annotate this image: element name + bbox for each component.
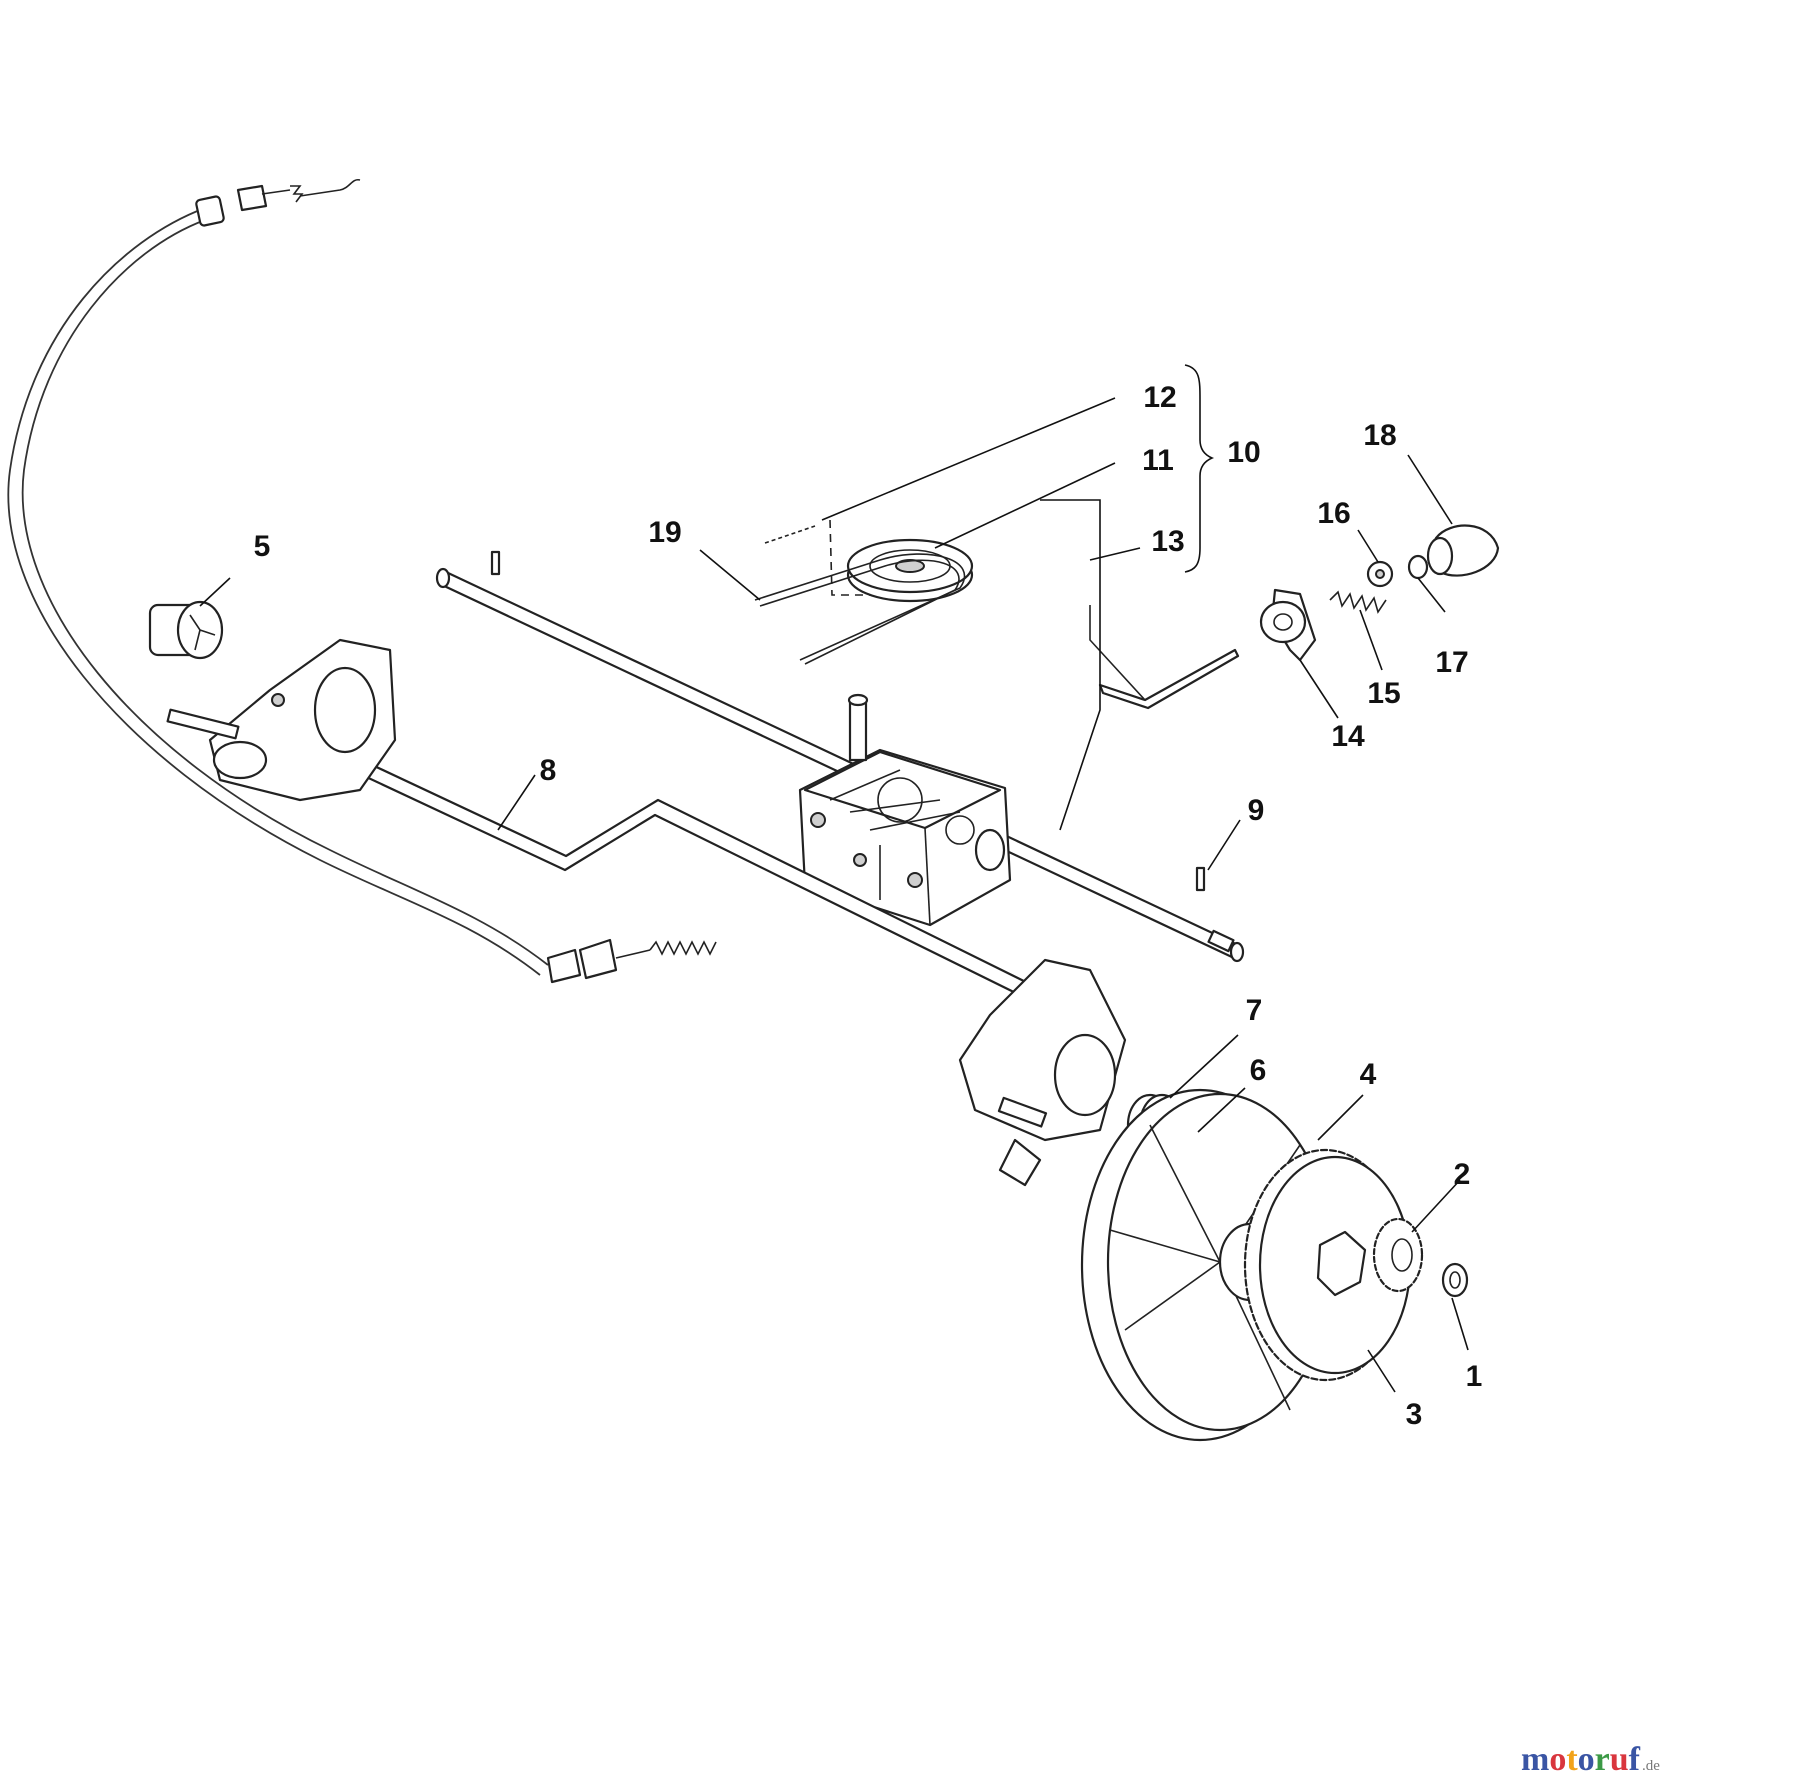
callout-9: 9 [1248, 794, 1265, 827]
watermark-letter: m [1521, 1741, 1549, 1778]
spring [1329, 590, 1387, 614]
watermark-letter: o [1549, 1741, 1566, 1778]
cam-lever [1259, 588, 1317, 662]
callout-14: 14 [1331, 720, 1365, 753]
right-bracket [958, 958, 1127, 1187]
watermark-logo: motoruf .de [1521, 1741, 1660, 1778]
left-bracket [166, 638, 397, 802]
callout-13: 13 [1151, 525, 1184, 558]
svg-text:.de: .de [1642, 1758, 1660, 1774]
watermark-letter: f [1629, 1741, 1641, 1778]
pinion-gear [148, 600, 224, 660]
callout-labels: 1 2 3 4 5 6 7 8 9 10 11 12 13 14 15 16 1… [254, 381, 1483, 1431]
nut [1407, 554, 1429, 580]
callout-19: 19 [648, 516, 681, 549]
callout-5: 5 [254, 530, 271, 563]
leader-lines [199, 397, 1469, 1393]
gearbox [798, 693, 1012, 927]
watermark-letter: t [1566, 1741, 1578, 1778]
watermark-letter: o [1578, 1741, 1595, 1778]
callout-1: 1 [1466, 1360, 1483, 1393]
svg-text:motoruf: motoruf [1521, 1741, 1641, 1778]
circlip [1441, 1262, 1469, 1298]
callout-2: 2 [1454, 1158, 1471, 1191]
washer-16 [1366, 560, 1394, 588]
group-brace [1184, 364, 1215, 573]
pulley [846, 538, 974, 603]
callout-16: 16 [1317, 497, 1350, 530]
small-pinion [1372, 1217, 1424, 1293]
pin-upper [490, 550, 501, 576]
key-pin [764, 519, 870, 596]
callout-7: 7 [1246, 994, 1263, 1027]
callout-15: 15 [1367, 677, 1400, 710]
watermark-letter: u [1610, 1741, 1629, 1778]
control-rod [1089, 605, 1240, 710]
drive-gear [1243, 1148, 1412, 1382]
drive-belt [754, 553, 966, 665]
end-cap [1426, 524, 1500, 577]
callout-18: 18 [1363, 419, 1396, 452]
callout-3: 3 [1406, 1398, 1423, 1431]
callout-4: 4 [1360, 1058, 1377, 1091]
callout-17: 17 [1435, 646, 1468, 679]
drive-cable [7, 178, 717, 984]
callout-6: 6 [1250, 1054, 1267, 1087]
callout-8: 8 [540, 754, 557, 787]
callout-11: 11 [1142, 444, 1174, 477]
watermark-letter: r [1595, 1741, 1610, 1778]
pin-9 [1195, 866, 1206, 892]
callout-10: 10 [1227, 436, 1260, 469]
callout-12: 12 [1143, 381, 1176, 414]
